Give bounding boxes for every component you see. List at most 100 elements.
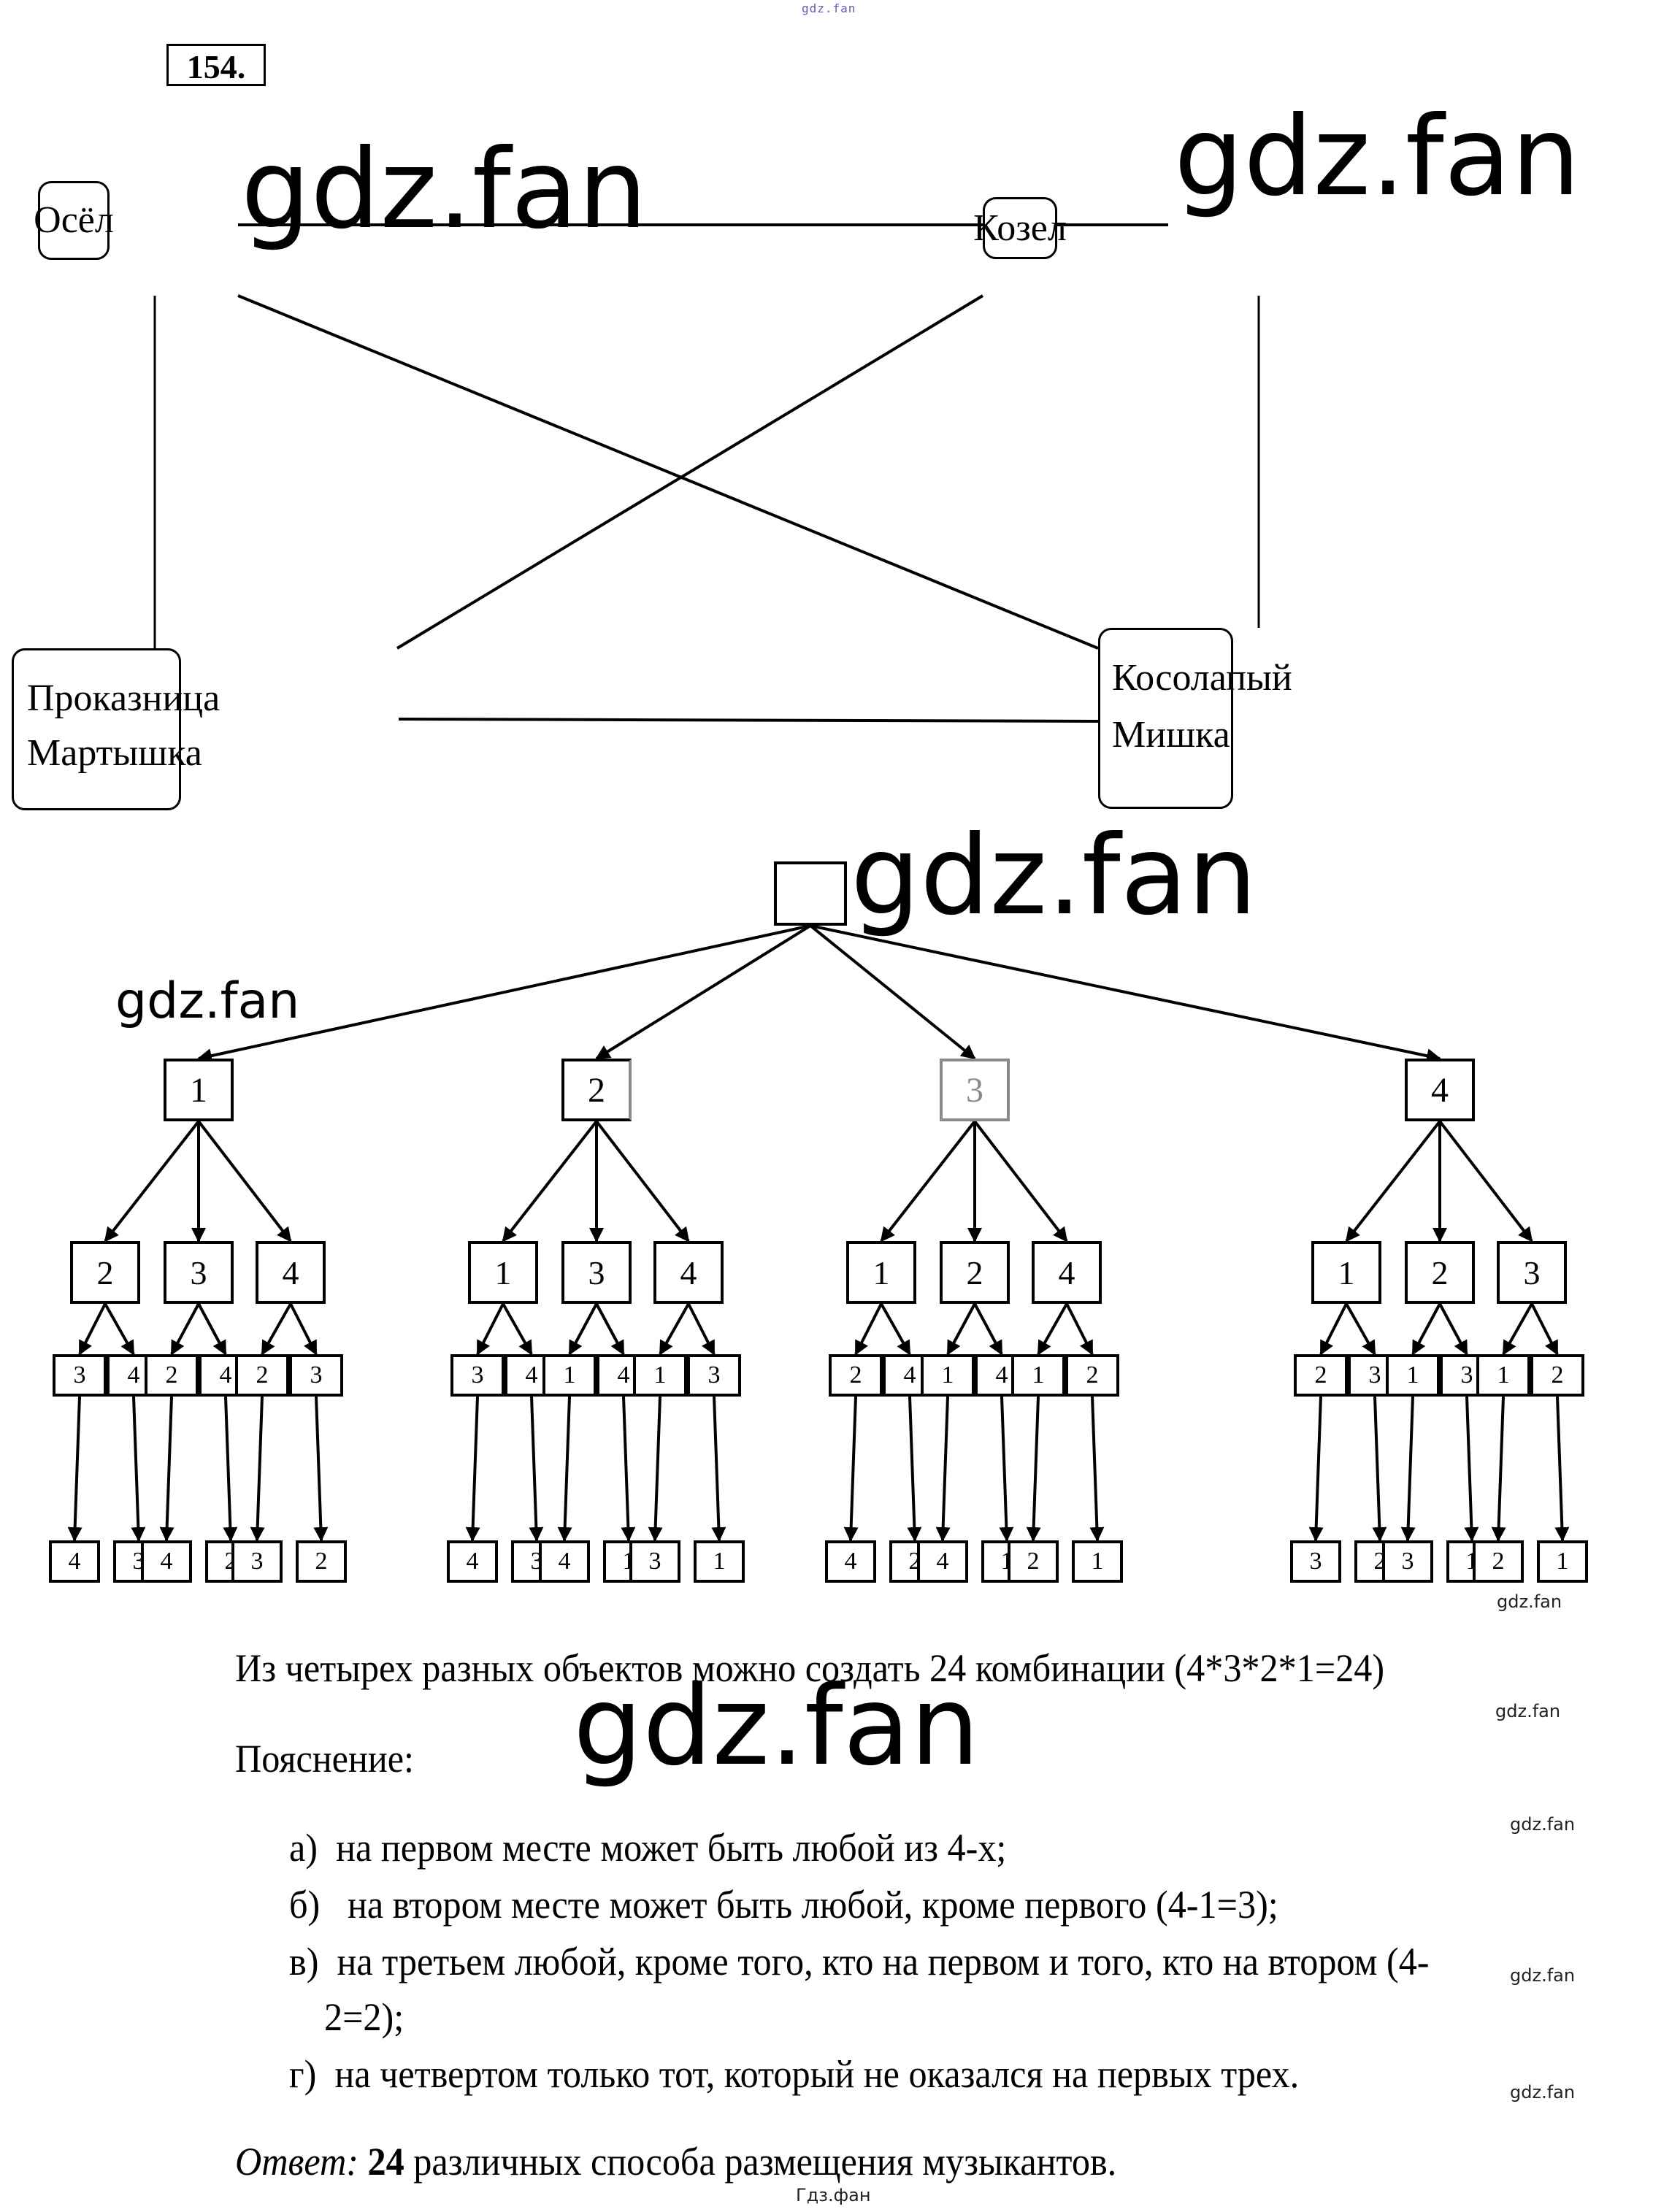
tree-edge-level3-to-leaf (131, 1396, 146, 1542)
tree-node-level2: 2 (70, 1241, 140, 1304)
edge-goat-monkey (396, 294, 984, 650)
tree-node-level2: 3 (1497, 1241, 1567, 1304)
tree-edge-level3-to-leaf (999, 1396, 1014, 1542)
tree-edge-level3-to-leaf (465, 1396, 480, 1542)
tree-edges (67, 924, 1570, 1542)
tree-node-level3: 3 (53, 1354, 107, 1397)
tree-edge-level3-to-leaf (313, 1396, 329, 1542)
tree-edge-level3-to-leaf (935, 1396, 951, 1542)
watermark-large: gdz.fan (851, 813, 1257, 940)
tree-node-level2: 2 (1405, 1241, 1475, 1304)
tree-root (774, 861, 847, 926)
tree-edge-level2-to-level3 (1065, 1303, 1094, 1356)
tree-node-level3: 2 (1294, 1354, 1348, 1397)
tree-node-level2: 3 (561, 1241, 632, 1304)
task-number: 154. (166, 44, 266, 86)
tree-edge-level3-to-leaf (67, 1396, 83, 1542)
tree-leaf: 4 (141, 1540, 192, 1583)
item-text: на четвертом только тот, который не оказ… (334, 2052, 1300, 2096)
tree-edge-level2-to-level3 (78, 1303, 107, 1356)
tree-edge-level2-to-level3 (1502, 1303, 1533, 1356)
watermark-small: gdz.fan (1497, 1591, 1562, 1612)
tree-edge-level3-to-leaf (1089, 1396, 1105, 1542)
tree-edge-level2-to-level3 (946, 1303, 976, 1356)
tree-edge-level3-to-leaf (1491, 1396, 1506, 1542)
tree-node-level3: 2 (235, 1354, 289, 1397)
tree-leaf: 2 (296, 1540, 347, 1583)
answer-line: Ответ: 24 различных способа размещения м… (235, 2139, 1116, 2184)
tree-edge-level2-to-level3 (502, 1303, 533, 1356)
watermark-small: gdz.fan (1510, 2082, 1576, 2102)
graph-node-goat: Козел (973, 197, 1067, 259)
tree-leaf: 1 (694, 1540, 745, 1583)
tree-node-level2: 1 (468, 1241, 538, 1304)
tree-node-level2: 4 (1032, 1241, 1102, 1304)
tree-edge-level2-to-level3 (1530, 1303, 1559, 1356)
explanation-item-c: в) на третьем любой, кроме того, кто на … (289, 1939, 1430, 1984)
tree-edge-level2-to-level3 (1345, 1303, 1376, 1356)
node-label: Козел (973, 207, 1067, 249)
answer-label: Ответ: (235, 2140, 358, 2184)
tree-node-level2: 2 (940, 1241, 1010, 1304)
item-marker: в) (289, 1940, 319, 1983)
item-text: на первом месте может быть любой из 4-х; (336, 1826, 1007, 1870)
tree-edge-level2-to-level3 (659, 1303, 690, 1356)
watermark-bottom: Гдз.фан (796, 2185, 871, 2205)
tree-edge-level1-to-level2 (973, 1120, 1068, 1243)
explanation-item-c-continuation: 2=2); (324, 1995, 404, 2039)
tree-edge-level2-to-level3 (104, 1303, 135, 1356)
tree-edge-level2-to-level3 (568, 1303, 598, 1356)
tree-edge-level2-to-level3 (197, 1303, 227, 1356)
tree-node-level3: 1 (542, 1354, 597, 1397)
watermark-large: gdz.fan (1174, 93, 1581, 220)
watermark-small: gdz.fan (1510, 1965, 1576, 1986)
item-marker: а) (289, 1826, 318, 1870)
tree-leaf: 4 (447, 1540, 498, 1583)
tree-node-level3: 2 (1065, 1354, 1119, 1397)
tree-leaf: 4 (917, 1540, 968, 1583)
tree-edge-level2-to-level3 (261, 1303, 292, 1356)
tree-edge-root-to-1 (197, 924, 811, 1063)
tree-node-level1: 4 (1405, 1059, 1475, 1121)
tree-leaf: 3 (231, 1540, 283, 1583)
tree-node-level3: 2 (1530, 1354, 1584, 1397)
item-marker: г) (289, 2052, 317, 2096)
tree-edge-level1-to-level2 (502, 1120, 598, 1243)
tree-node-level3: 1 (633, 1354, 687, 1397)
tree-node-level3: 2 (829, 1354, 883, 1397)
tree-edge-level3-to-leaf (1464, 1396, 1479, 1542)
explanation-item-a: а) на первом месте может быть любой из 4… (289, 1825, 1006, 1870)
tree-leaf: 1 (1072, 1540, 1123, 1583)
tree-node-level1: 2 (561, 1059, 632, 1121)
tree-edge-level2-to-level3 (1319, 1303, 1348, 1356)
tree-edge-level2-to-level3 (289, 1303, 318, 1356)
tree-node-level2: 1 (846, 1241, 916, 1304)
tree-leaf: 3 (629, 1540, 680, 1583)
item-text: на втором месте может быть любой, кроме … (338, 1883, 1278, 1927)
tree-edge-level1-to-level2 (197, 1120, 292, 1243)
tree-edge-level2-to-level3 (687, 1303, 716, 1356)
tree-edge-level1-to-level2 (1345, 1120, 1441, 1243)
tree-edge-level3-to-leaf (843, 1396, 859, 1542)
top-watermark: gdz.fan (802, 1, 856, 15)
tree-leaf: 4 (49, 1540, 100, 1583)
tree-edge-level3-to-leaf (907, 1396, 922, 1542)
tree-node-level2: 4 (653, 1241, 724, 1304)
tree-edge-level1-to-level2 (880, 1120, 976, 1243)
tree-node-level3: 3 (687, 1354, 741, 1397)
explanation-heading: Пояснение: (235, 1737, 414, 1781)
tree-edge-level2-to-level3 (1438, 1303, 1468, 1356)
node-label-line-1: Проказница (27, 677, 220, 719)
summary-text: Из четырех разных объектов можно создать… (235, 1646, 1385, 1690)
tree-node-level1: 1 (164, 1059, 234, 1121)
tree-edge-level3-to-leaf (1554, 1396, 1570, 1542)
tree-edge-level3-to-leaf (529, 1396, 544, 1542)
tree-edge-level3-to-leaf (159, 1396, 174, 1542)
tree-node-level3: 3 (450, 1354, 505, 1397)
graph-node-bear: Косолапый Мишка (1098, 628, 1292, 809)
node-label-line-2: Мартышка (27, 732, 202, 774)
tree-edge-level3-to-leaf (1400, 1396, 1416, 1542)
tree-node-level3: 1 (1386, 1354, 1440, 1397)
tree-edge-level3-to-leaf (557, 1396, 572, 1542)
tree-edge-level3-to-leaf (223, 1396, 238, 1542)
